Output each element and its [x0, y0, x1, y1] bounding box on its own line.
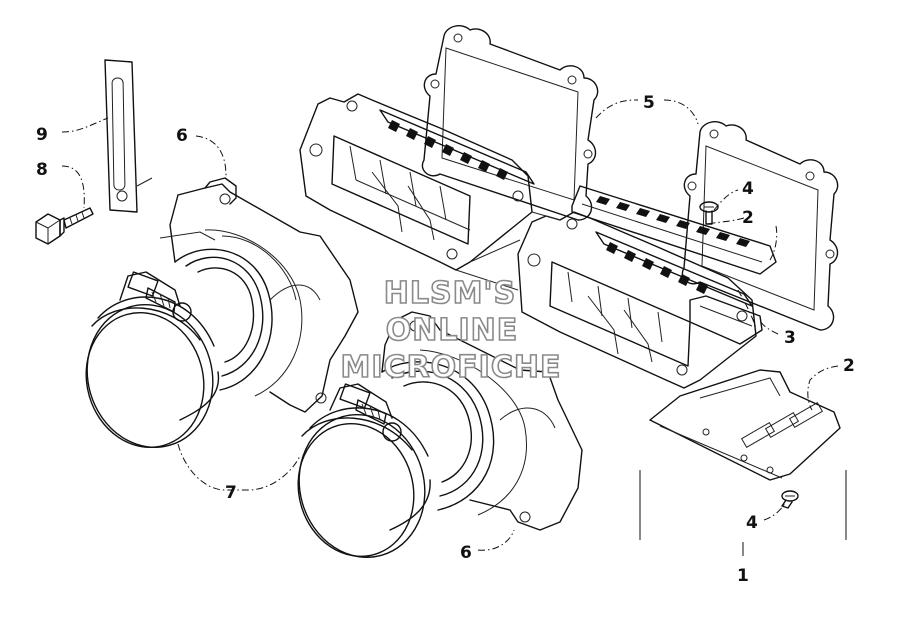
part-5-gasket-left: [421, 25, 599, 221]
part-7-clamp-upper: [85, 271, 220, 448]
reed-cage-right: [517, 211, 757, 389]
part-6-boot-lower: [381, 311, 583, 531]
part-3-reed: [689, 295, 763, 345]
part-2-plate-lower: [649, 369, 841, 481]
leader-6-lower: [477, 529, 515, 551]
leader-9: [61, 117, 109, 133]
part-8-bolt: [35, 207, 94, 245]
callout-4-upper: 4: [742, 179, 754, 199]
part-4-screw-upper: [699, 201, 719, 225]
leader-7: [177, 443, 301, 491]
callout-5: 5: [643, 93, 655, 113]
part-4-screw-lower: [781, 490, 799, 509]
part-5-gasket-right: [681, 121, 839, 331]
part-6-boot-upper: [159, 177, 359, 413]
callout-2-upper: 2: [742, 208, 754, 228]
callout-6-upper: 6: [176, 126, 188, 146]
watermark-line-1: HLSM'S: [384, 276, 516, 311]
watermark: HLSM'S ONLINE MICROFICHE: [340, 275, 562, 386]
leader-8: [61, 165, 85, 209]
leader-4-upper: [713, 189, 739, 211]
leader-3-b: [737, 289, 757, 329]
callout-7: 7: [225, 483, 237, 503]
callout-4-lower: 4: [746, 513, 758, 533]
leader-2-lower: [807, 365, 839, 411]
callout-6-lower: 6: [460, 543, 472, 563]
callout-9: 9: [36, 125, 48, 145]
callout-3: 3: [784, 328, 796, 348]
leader-2-upper: [707, 217, 745, 225]
cage-connector: [455, 211, 561, 291]
callout-1: 1: [737, 566, 749, 586]
watermark-line-3: MICROFICHE: [341, 350, 562, 385]
part-7-clamp-lower: [297, 383, 431, 558]
callout-8: 8: [36, 160, 48, 180]
leader-3: [759, 319, 779, 335]
leader-4-lower: [763, 501, 787, 521]
leader-6-upper: [195, 135, 227, 177]
leader-2-upper-b: [769, 225, 778, 261]
part-2-stopper-upper: [571, 185, 777, 275]
callout-2-lower: 2: [843, 356, 855, 376]
watermark-line-2: ONLINE: [386, 313, 519, 348]
leader-5: [595, 99, 699, 125]
reed-cage-left: [299, 93, 535, 271]
part-9-strap: [104, 59, 153, 213]
